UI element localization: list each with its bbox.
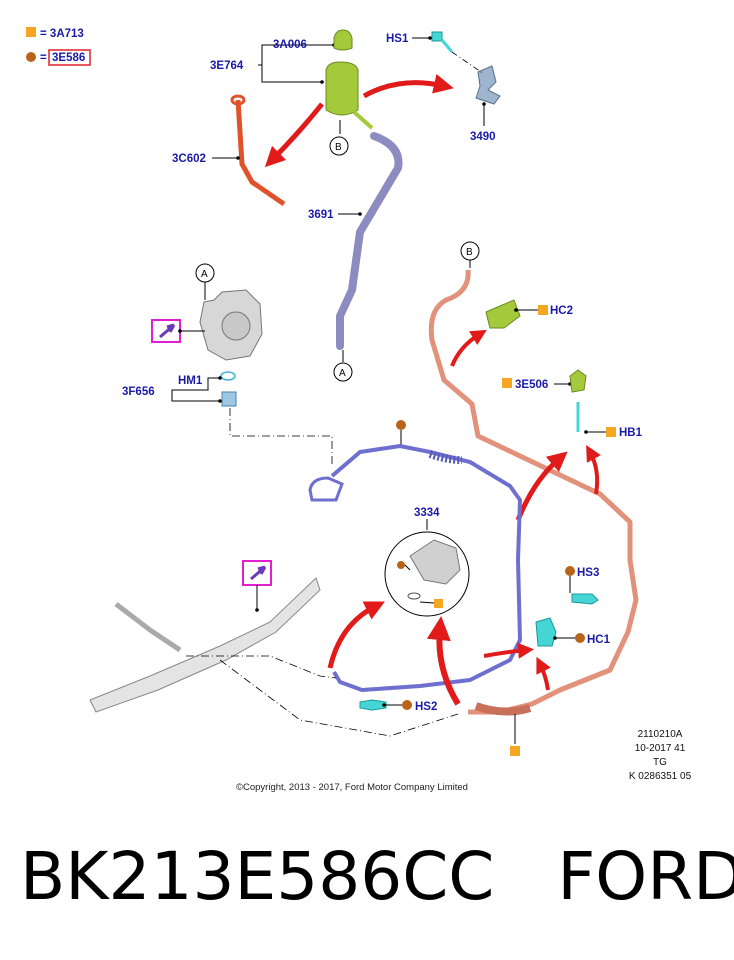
callout-3490: 3490 [470, 131, 496, 143]
arrow-to-hc1 [483, 642, 534, 659]
fitting-3f656-icon [221, 391, 237, 407]
legend-highlight-box [48, 49, 91, 66]
hs3-bolt-icon [571, 593, 599, 605]
arrow-to-dipstick [264, 102, 324, 168]
dipstick-group: 3C602 [172, 94, 324, 207]
legend-circle-text: 3E586 [52, 52, 85, 64]
return-pipe-group: 3691 A [308, 132, 403, 382]
callout-hb1: HB1 [619, 427, 643, 439]
callout-hs3: HS3 [577, 567, 599, 579]
arrow-to-detail [327, 601, 385, 669]
arrow-to-hc2 [450, 329, 487, 367]
detail-3334-group: 3334 [327, 507, 470, 706]
svg-text:B: B [466, 247, 473, 258]
feed-hose-group [308, 420, 522, 692]
reservoir-cap-icon [333, 29, 353, 51]
svg-text:A: A [339, 368, 346, 379]
parts-diagram: = 3A713 = 3E586 3A006 3E764 B 3C602 [26, 27, 643, 756]
callout-3334: 3334 [414, 507, 440, 519]
meta-line-2: 10-2017 41 [634, 743, 686, 754]
callout-hs2: HS2 [415, 701, 437, 713]
bottom-square-marker [510, 746, 520, 756]
callout-3e506: 3E506 [515, 379, 548, 391]
callout-3c602: 3C602 [172, 153, 206, 165]
callout-3e764: 3E764 [210, 60, 244, 72]
brand-name: FORD [557, 838, 734, 915]
connector-b-top [329, 136, 349, 156]
pressure-hose-group: B [428, 241, 639, 756]
callout-3691: 3691 [308, 209, 334, 221]
meta-line-3: TG [653, 757, 667, 768]
callout-hc1: HC1 [587, 634, 611, 646]
hc2-group: HC2 [450, 299, 573, 367]
hc2-clip-icon [485, 299, 521, 329]
reservoir-body-icon [325, 61, 359, 116]
arrow-to-hc1-lower [536, 656, 551, 691]
steering-rack-icon [89, 577, 321, 713]
return-pipe-3691-icon [336, 132, 403, 350]
legend-circle-marker [26, 52, 36, 62]
bracket-group: HS1 3490 [362, 31, 501, 143]
rack-arrow-icon [250, 565, 267, 581]
copyright-notice: ©Copyright, 2013 - 2017, Ford Motor Comp… [236, 782, 468, 793]
hs1-bolt-icon [431, 31, 443, 42]
clip-3e506-icon [569, 369, 587, 393]
drawing-reference: 2110210A 10-2017 41 TG K 0286351 05 [600, 728, 720, 784]
hc1-clip-icon [535, 617, 557, 647]
dipstick-icon [235, 99, 286, 207]
callout-3f656: 3F656 [122, 386, 155, 398]
callout-hs1: HS1 [386, 33, 409, 45]
meta-line-4: K 0286351 05 [628, 771, 692, 782]
pump-arrow-icon [159, 323, 176, 339]
hs2-group: HS2 [359, 699, 437, 713]
valve-3334-icon [409, 539, 461, 585]
hm1-seal-icon [220, 371, 236, 381]
callout-hc2: HC2 [550, 305, 573, 317]
pressure-hose-icon [428, 269, 639, 715]
arrow-to-bracket [362, 74, 454, 99]
bracket-3490-icon [475, 65, 501, 105]
part-caption: BK213E586CC FORD [20, 838, 734, 915]
reservoir-group: 3A006 3E764 B [210, 29, 374, 156]
pump-group: A HM1 3F656 [122, 263, 333, 466]
hs2-bolt-icon [359, 699, 387, 711]
arrow-up-detail [426, 616, 461, 706]
legend-eq: = [40, 52, 47, 64]
svg-text:A: A [201, 269, 208, 280]
callout-hm1: HM1 [178, 375, 203, 387]
meta-line-1: 2110210A [637, 729, 683, 740]
feed-hose-icon [330, 444, 522, 692]
legend-square-text: = 3A713 [40, 28, 84, 40]
legend: = 3A713 = 3E586 [26, 27, 91, 66]
part-number: BK213E586CC [20, 838, 495, 915]
callout-3a006: 3A006 [273, 39, 307, 51]
connector-a-pipe [333, 362, 353, 382]
svg-text:B: B [335, 142, 342, 153]
steering-rack-group [89, 560, 459, 737]
hb1-group: 3E506 HB1 [502, 369, 643, 521]
legend-square-marker [26, 27, 36, 37]
arrow-to-hb1-secondary [586, 445, 601, 495]
hs3-hc1-group: HS3 HC1 [483, 566, 611, 691]
